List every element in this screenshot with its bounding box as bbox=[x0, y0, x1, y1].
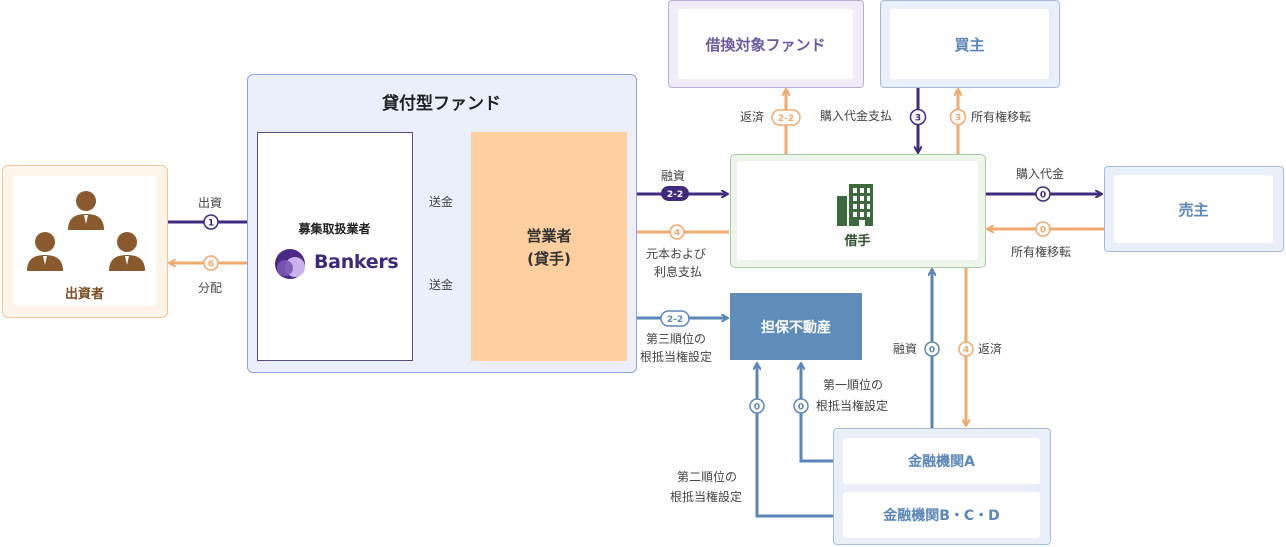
bank-bcd-label: 金融機関B・C・D bbox=[843, 492, 1040, 538]
borrower-box: 借手 bbox=[730, 154, 986, 268]
refinance-fund-label: 借換対象ファンド bbox=[678, 9, 853, 79]
svg-text:2-2: 2-2 bbox=[667, 190, 683, 200]
buyer-label: 買主 bbox=[890, 9, 1049, 79]
bank-repay-label: 返済 bbox=[978, 342, 1003, 356]
operator-title: 営業者 bbox=[526, 226, 572, 245]
svg-text:4: 4 bbox=[674, 229, 680, 239]
remit-back-label: 送金 bbox=[429, 278, 454, 292]
seller-label: 売主 bbox=[1114, 175, 1273, 243]
svg-text:0: 0 bbox=[798, 403, 804, 413]
svg-text:3: 3 bbox=[955, 114, 961, 124]
arrow-second-lien bbox=[757, 364, 833, 518]
bank-a-label: 金融機関A bbox=[843, 438, 1040, 484]
seller-box: 売主 bbox=[1104, 166, 1284, 252]
first-lien-label-1: 第一順位の bbox=[823, 378, 884, 392]
operator-box: 営業者 (貸手) bbox=[471, 132, 627, 361]
first-lien-label-2: 根抵当権設定 bbox=[816, 399, 889, 413]
ownership-seller-label: 所有権移転 bbox=[1011, 245, 1072, 259]
repay-refinance-label: 返済 bbox=[740, 110, 765, 124]
third-lien-label-2: 根抵当権設定 bbox=[640, 350, 713, 364]
refinance-fund-box: 借換対象ファンド bbox=[668, 0, 864, 88]
svg-text:0: 0 bbox=[929, 346, 935, 356]
bankers-logo-text: Bankers bbox=[314, 251, 399, 273]
svg-text:1: 1 bbox=[208, 219, 214, 229]
broker-title: 募集取扱業者 bbox=[298, 221, 371, 236]
building-icon bbox=[837, 184, 873, 226]
bankers-logo-icon bbox=[275, 249, 305, 279]
collateral-property-box: 担保不動産 bbox=[730, 293, 862, 360]
arrow-first-lien bbox=[801, 364, 833, 463]
fund-title: 貸付型ファンド bbox=[382, 93, 501, 114]
bank-loan-label: 融資 bbox=[893, 342, 918, 356]
investor-box: 出資者 bbox=[2, 165, 168, 318]
borrower-label: 借手 bbox=[844, 233, 871, 249]
svg-text:0: 0 bbox=[754, 403, 760, 413]
financing-label: 融資 bbox=[661, 169, 686, 183]
svg-text:0: 0 bbox=[1040, 191, 1046, 201]
svg-text:0: 0 bbox=[1040, 226, 1046, 236]
second-lien-label-2: 根抵当権設定 bbox=[670, 490, 743, 504]
banks-box: 金融機関A 金融機関B・C・D bbox=[833, 428, 1051, 545]
broker-box: 募集取扱業者 Bankers bbox=[257, 132, 413, 361]
principal-interest-label-1: 元本および bbox=[646, 247, 707, 261]
remit-to-operator-label: 送金 bbox=[429, 195, 454, 209]
invest-label: 出資 bbox=[198, 196, 223, 210]
principal-interest-label-2: 利息支払 bbox=[654, 265, 703, 279]
svg-text:6: 6 bbox=[208, 260, 214, 270]
svg-text:3: 3 bbox=[915, 114, 921, 124]
ownership-buyer-label: 所有権移転 bbox=[971, 110, 1032, 124]
distribute-label: 分配 bbox=[198, 281, 223, 295]
buyer-box: 買主 bbox=[880, 0, 1060, 88]
purchase-price-label: 購入代金 bbox=[1016, 167, 1065, 181]
svg-text:4: 4 bbox=[963, 346, 969, 356]
purchase-payment-label: 購入代金支払 bbox=[820, 109, 893, 123]
investor-people-icon bbox=[27, 191, 145, 271]
operator-subtitle: (貸手) bbox=[527, 249, 571, 268]
second-lien-label-1: 第二順位の bbox=[677, 470, 738, 484]
third-lien-label-1: 第三順位の bbox=[646, 332, 707, 346]
svg-text:2-2: 2-2 bbox=[667, 315, 683, 325]
investor-label: 出資者 bbox=[64, 286, 104, 302]
svg-text:2-2: 2-2 bbox=[778, 114, 794, 124]
